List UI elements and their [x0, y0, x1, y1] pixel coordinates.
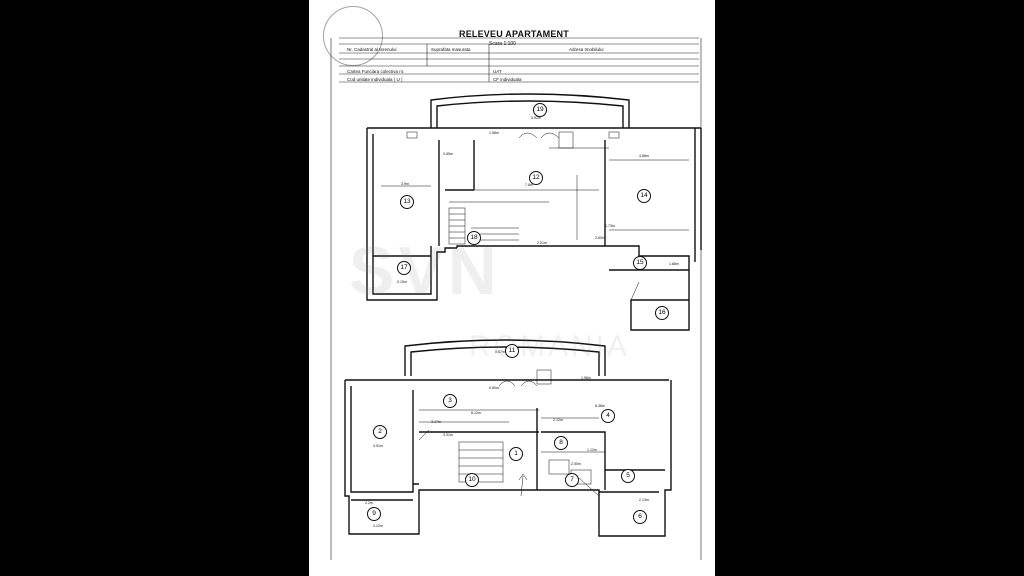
room-marker: 15 — [633, 256, 647, 270]
document-title: RELEVEU APARTAMENT — [459, 29, 569, 39]
header-surface: Suprafata masurata — [431, 47, 471, 52]
authority-stamp — [323, 6, 383, 66]
dimension-label: 0.92m — [531, 116, 541, 120]
room-marker: 13 — [400, 195, 414, 209]
room-marker: 9 — [367, 507, 381, 521]
dimension-label: 1.58m — [489, 131, 499, 135]
dimension-label: 4.88m — [639, 154, 649, 158]
document-page: RELEVEU APARTAMENT Scara 1:100 Nr. Cadas… — [309, 0, 715, 576]
header-cf-collective: Cartea Funciara colectiva nr. — [347, 69, 405, 74]
room-marker: 3 — [443, 394, 457, 408]
watermark-brand: SVN — [349, 233, 501, 309]
dimension-label: 2.01m — [537, 241, 547, 245]
floor-plan-drawing — [330, 37, 702, 560]
dimension-label: 1.73m — [605, 224, 615, 228]
dimension-label: 2.12m — [553, 418, 563, 422]
dimension-label: 2.13m — [639, 498, 649, 502]
dimension-label: 7.8m — [525, 183, 533, 187]
dimension-label: 8.12m — [471, 411, 481, 415]
room-marker: 2 — [373, 425, 387, 439]
dimension-label: 2.2m — [365, 501, 373, 505]
room-marker: 18 — [467, 231, 481, 245]
header-unit-code: Cod unitate individuala ( U ) — [347, 77, 403, 82]
dimension-label: 2.50m — [571, 462, 581, 466]
room-marker: 10 — [465, 473, 479, 487]
dimension-label: 0.57m — [495, 350, 505, 354]
room-marker: 14 — [637, 189, 651, 203]
room-marker: 19 — [533, 103, 547, 117]
dimension-label: 0.15m — [397, 280, 407, 284]
watermark-sub: ROMANIA — [469, 330, 631, 363]
dimension-label: 3.91m — [373, 444, 383, 448]
room-marker: 1 — [509, 447, 523, 461]
dimension-label: 1.98m — [581, 376, 591, 380]
room-marker: 17 — [397, 261, 411, 275]
dimension-label: 0.65m — [443, 152, 453, 156]
room-marker: 8 — [554, 436, 568, 450]
room-marker: 7 — [565, 473, 579, 487]
header-address: Adresa Imobilului — [569, 47, 604, 52]
dimension-label: 1.88m — [669, 262, 679, 266]
header-cadastral: Nr. Cadastral al terenului — [347, 47, 397, 52]
dimension-label: 2.60m — [595, 236, 605, 240]
dimension-label: 3.31m — [443, 433, 453, 437]
room-marker: 5 — [621, 469, 635, 483]
dimension-label: 6.38m — [595, 404, 605, 408]
room-marker: 11 — [505, 344, 519, 358]
header-uat: UAT — [493, 69, 502, 74]
room-marker: 12 — [529, 171, 543, 185]
dimension-label: 3.47m — [431, 420, 441, 424]
room-marker: 4 — [601, 409, 615, 423]
room-marker: 16 — [655, 306, 669, 320]
dimension-label: 3.9m — [401, 182, 409, 186]
room-marker: 6 — [633, 510, 647, 524]
dimension-label: 0.80m — [489, 386, 499, 390]
dimension-label: 3.22m — [373, 524, 383, 528]
dimension-label: 1.12m — [587, 448, 597, 452]
header-cf-individual: CF individuala — [493, 77, 522, 82]
